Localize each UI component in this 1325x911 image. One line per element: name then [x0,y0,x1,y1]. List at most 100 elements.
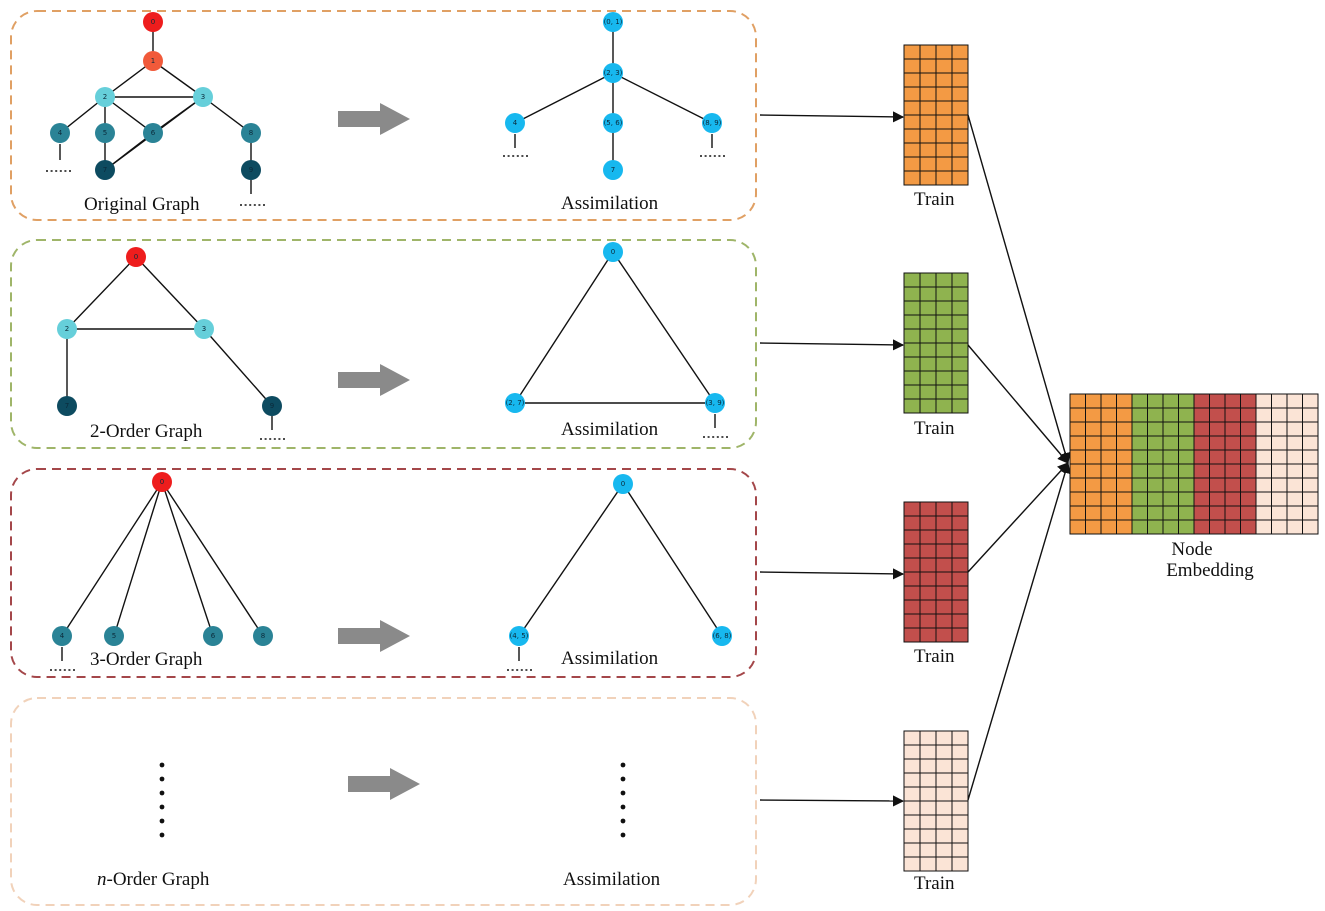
matrix-cell [951,585,969,601]
3-order-graph: 0 4 5 6 8 [50,472,273,671]
n-order-ellipsis-right [620,762,626,838]
graph-node-4: 4 [50,123,70,143]
matrix-cell [1147,407,1164,423]
matrix-cell [1209,477,1226,493]
matrix-cell [935,272,953,288]
matrix-cell [935,557,953,573]
svg-text:0: 0 [611,248,615,256]
matrix-cell [1085,421,1102,437]
graph-node-0: 0 [143,12,163,32]
matrix-cell [1100,463,1117,479]
matrix-cell [951,356,969,372]
matrix-cell [919,501,937,517]
matrix-cell [903,300,921,316]
matrix-cell [1286,519,1303,535]
original-graph-label: Original Graph [84,194,200,215]
matrix-cell [1224,421,1241,437]
assim2-node-0: 0 [603,242,623,262]
matrix-cell [1271,491,1288,507]
matrix-cell [951,314,969,330]
matrix-cell [1131,477,1148,493]
matrix-cell [903,571,921,587]
arrow-train1-to-embedding [967,114,1071,465]
matrix-cell [951,300,969,316]
matrix-cell [1193,407,1210,423]
matrix-cell [935,170,953,186]
graph-node-7: 7 [95,160,115,180]
matrix-cell [951,384,969,400]
matrix-cell [903,599,921,615]
matrix-cell [935,501,953,517]
matrix-cell [951,772,969,788]
graph-node-5: 5 [95,123,115,143]
matrix-cell [903,786,921,802]
matrix-cell [935,100,953,116]
matrix-cell [1162,449,1179,465]
matrix-cell [1271,421,1288,437]
matrix-cell [1209,421,1226,437]
arrow-panel1-to-train [759,111,905,123]
matrix-cell [1147,477,1164,493]
svg-text:(0, 1): (0, 1) [604,18,623,26]
matrix-cell [1131,393,1148,409]
matrix-cell [1224,519,1241,535]
graph2-node-7: 7 [57,396,77,416]
matrix-cell [951,856,969,872]
matrix-cell [919,58,937,74]
matrix-cell [1255,421,1272,437]
matrix-cell [1069,463,1086,479]
svg-text:8: 8 [249,129,253,137]
matrix-cell [1069,393,1086,409]
matrix-cell [903,72,921,88]
matrix-cell [951,370,969,386]
assim-node-0-1: (0, 1) [603,12,623,32]
matrix-cell [1286,407,1303,423]
svg-text:(6, 8): (6, 8) [713,632,732,640]
matrix-cell [903,730,921,746]
matrix-cell [919,613,937,629]
train-matrix-orange [903,44,969,186]
graph-node-9: 9 [241,160,261,180]
matrix-cell [951,286,969,302]
matrix-cell [903,384,921,400]
assim-node-7: 7 [603,160,623,180]
matrix-cell [951,758,969,774]
svg-text:5: 5 [112,632,116,640]
matrix-cell [951,128,969,144]
svg-text:7: 7 [65,402,69,410]
svg-text:6: 6 [151,129,156,137]
block-arrow-4 [348,768,420,800]
matrix-cell [919,328,937,344]
matrix-cell [903,842,921,858]
matrix-cell [903,44,921,60]
matrix-cell [935,842,953,858]
matrix-cell [1240,421,1257,437]
matrix-cell [1069,505,1086,521]
matrix-cell [935,44,953,60]
node-embedding-matrix [1069,393,1319,535]
matrix-cell [1224,435,1241,451]
svg-text:4: 4 [58,129,63,137]
graph3-node-8: 8 [253,626,273,646]
svg-text:4: 4 [513,119,518,127]
arrow-panel3-to-train [759,568,905,580]
matrix-cell [919,142,937,158]
matrix-cell [919,44,937,60]
svg-text:3: 3 [201,93,205,101]
panel-n-order-graph [10,697,757,906]
matrix-cell [1209,463,1226,479]
matrix-cell [1069,491,1086,507]
matrix-cell [1069,407,1086,423]
matrix-cell [1286,491,1303,507]
matrix-cell [935,856,953,872]
matrix-cell [903,328,921,344]
matrix-cell [951,800,969,816]
matrix-cell [1147,449,1164,465]
matrix-cell [903,156,921,172]
matrix-cell [903,356,921,372]
matrix-cell [951,501,969,517]
matrix-cell [1085,435,1102,451]
matrix-cell [919,786,937,802]
matrix-cell [1162,519,1179,535]
matrix-cell [951,58,969,74]
